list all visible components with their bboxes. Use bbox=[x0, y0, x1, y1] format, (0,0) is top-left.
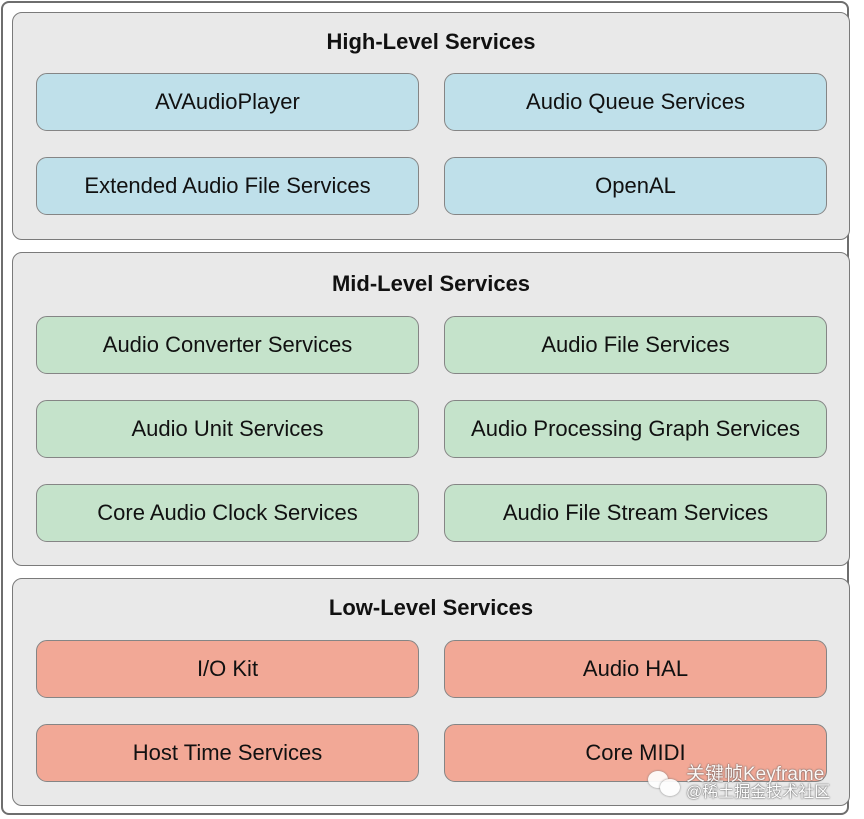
box-audio-converter-services: Audio Converter Services bbox=[36, 316, 419, 374]
watermark-text: 关键帧Keyframe bbox=[686, 764, 825, 785]
wechat-icon bbox=[648, 771, 680, 797]
box-audio-hal: Audio HAL bbox=[444, 640, 827, 698]
watermark-subtext: @稀土掘金技术社区 bbox=[686, 784, 831, 801]
box-host-time-services: Host Time Services bbox=[36, 724, 419, 782]
box-io-kit: I/O Kit bbox=[36, 640, 419, 698]
watermark: 关键帧Keyframe @稀土掘金技术社区 bbox=[648, 764, 831, 802]
box-avaudioplayer: AVAudioPlayer bbox=[36, 73, 419, 131]
box-core-audio-clock-services: Core Audio Clock Services bbox=[36, 484, 419, 542]
box-audio-unit-services: Audio Unit Services bbox=[36, 400, 419, 458]
box-audio-file-services: Audio File Services bbox=[444, 316, 827, 374]
box-core-midi: Core MIDI bbox=[444, 724, 827, 782]
box-audio-file-stream-services: Audio File Stream Services bbox=[444, 484, 827, 542]
section-title: Mid-Level Services bbox=[331, 271, 531, 296]
box-audio-queue-services: Audio Queue Services bbox=[444, 73, 827, 131]
box-openal: OpenAL bbox=[444, 157, 827, 215]
section-title: Low-Level Services bbox=[328, 595, 534, 620]
section-title: High-Level Services bbox=[326, 29, 536, 54]
box-extended-audio-file-services: Extended Audio File Services bbox=[36, 157, 419, 215]
box-audio-processing-graph-services: Audio Processing Graph Services bbox=[444, 400, 827, 458]
